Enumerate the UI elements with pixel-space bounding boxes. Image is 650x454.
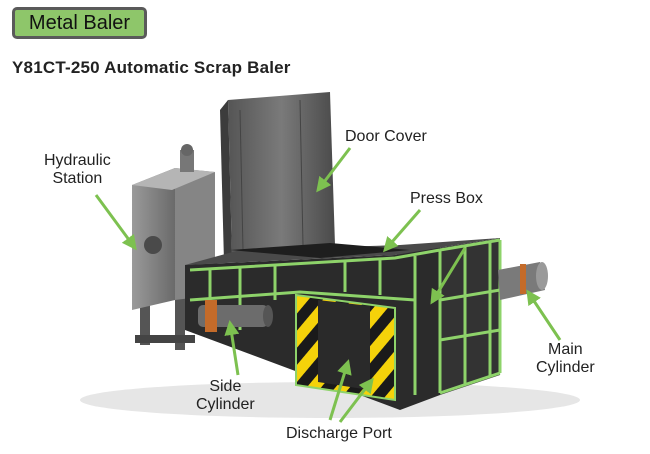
side-cylinder-arrow [224, 320, 240, 376]
metal-baler-badge: Metal Baler [12, 7, 147, 39]
label-discharge-port: Discharge Port [286, 425, 392, 442]
main-cylinder-part [498, 262, 548, 300]
base-frame [135, 285, 195, 350]
ground-shadow [80, 382, 580, 418]
press-box-arrow [383, 209, 422, 253]
discharge-port-door [295, 293, 396, 402]
label-hydraulic-station: Hydraulic Station [44, 152, 111, 187]
page-subtitle: Y81CT-250 Automatic Scrap Baler [12, 58, 291, 77]
press-box-green-ribs [189, 238, 502, 395]
discharge-port-arrow-1 [328, 359, 352, 421]
badge-label: Metal Baler [28, 11, 131, 34]
press-box-arrow-2 [430, 247, 467, 305]
label-door-cover: Door Cover [345, 128, 427, 145]
hydraulic-station-arrow [94, 194, 137, 251]
label-press-box: Press Box [410, 190, 483, 207]
side-cylinder-part [198, 300, 273, 332]
door-cover-arrow [316, 147, 352, 193]
main-cylinder-arrow [526, 289, 562, 341]
label-side-cylinder: Side Cylinder [196, 378, 255, 413]
label-main-cylinder: Main Cylinder [536, 341, 595, 376]
callout-arrows [94, 147, 562, 423]
door-cover-plate [220, 92, 335, 262]
discharge-port-arrow-2 [338, 377, 374, 423]
